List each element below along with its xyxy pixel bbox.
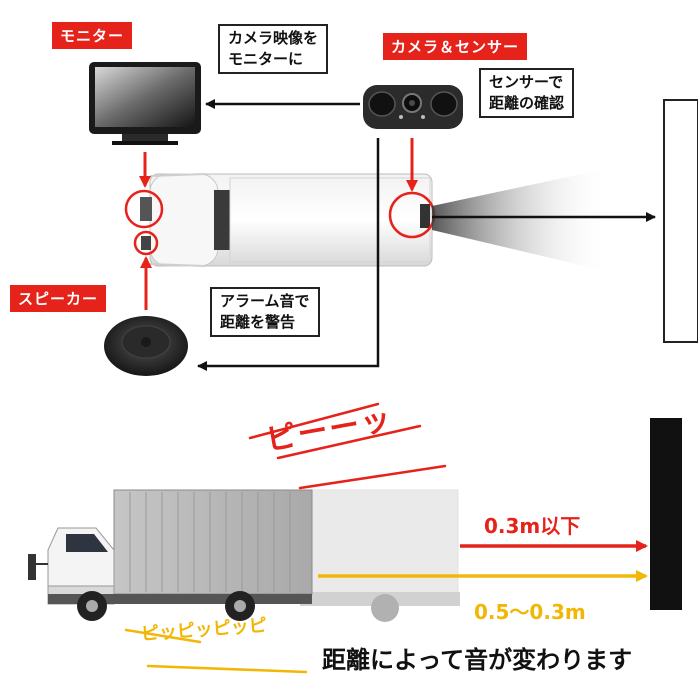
obstacle-wall-top <box>663 99 698 343</box>
obstacle-wall-bottom <box>650 418 682 610</box>
sound-streaks-red <box>248 402 447 490</box>
camera-to-monitor-note: カメラ映像を モニターに <box>218 24 329 74</box>
camera-sensor-label: カメラ＆センサー <box>383 33 528 60</box>
distance-close-label: 0.3m以下 <box>484 514 581 538</box>
bottom-diagram-graphics <box>28 402 682 674</box>
speaker-mount <box>141 236 151 250</box>
monitor-location-circle <box>124 189 164 229</box>
bottom-caption: 距離によって音が変わります <box>322 646 633 674</box>
truck-side-rear-faded <box>299 489 460 622</box>
monitor-illustration <box>89 62 201 145</box>
top-diagram-graphics <box>89 62 698 376</box>
sensor-distance-note: センサーで 距離の確認 <box>479 68 575 118</box>
speaker-label: スピーカー <box>10 285 107 312</box>
alarm-warning-note: アラーム音で 距離を警告 <box>210 287 320 337</box>
speaker-illustration <box>104 316 188 376</box>
sensor-beam <box>432 168 610 272</box>
camera-sensor-illustration <box>363 85 463 129</box>
speaker-location-circle <box>133 230 159 256</box>
sound-streaks-yellow <box>124 628 308 674</box>
truck-side-view <box>28 489 313 621</box>
monitor-label: モニター <box>52 22 133 49</box>
distance-mid-label: 0.5～0.3m <box>474 600 586 624</box>
sensor-to-speaker-arrow <box>197 138 380 371</box>
truck-top-view <box>140 173 433 267</box>
